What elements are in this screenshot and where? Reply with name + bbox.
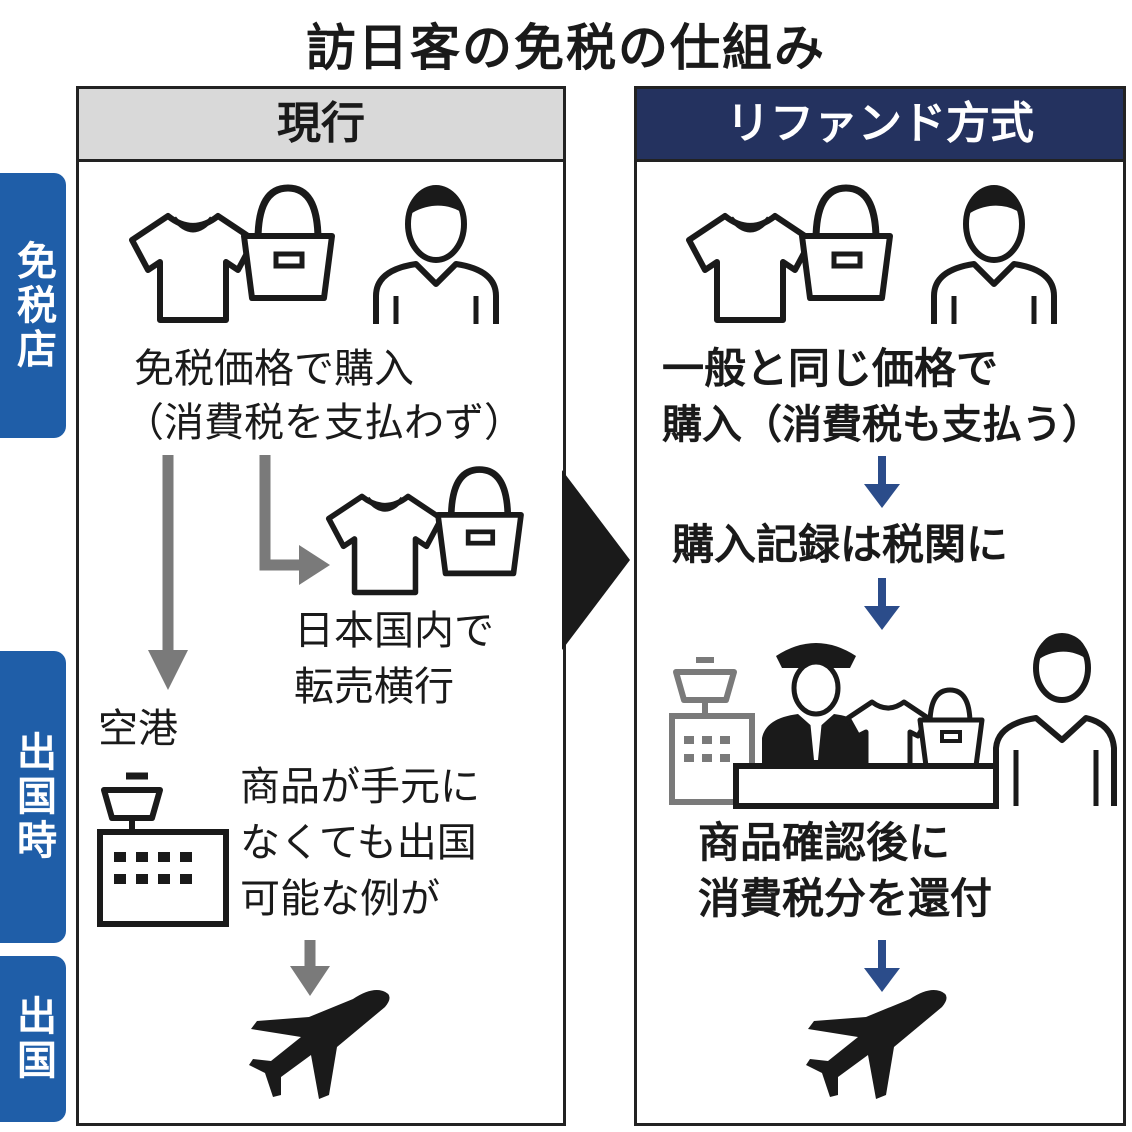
page-title: 訪日客の免税の仕組み	[306, 19, 826, 77]
control-tower-icon	[669, 657, 755, 805]
right-step1-line2: 購入（消費税も支払う）	[662, 402, 1102, 448]
current-system-header: 現行	[79, 89, 563, 162]
left-airport-label: 空港	[98, 706, 178, 752]
arrow-icon	[864, 578, 900, 630]
person-icon	[373, 185, 499, 324]
left-resale-line2: 転売横行	[294, 664, 454, 710]
person-icon	[931, 185, 1057, 324]
left-resale-line1: 日本国内で	[294, 608, 494, 654]
right-step2: 購入記録は税関に	[672, 520, 1009, 569]
airplane-icon	[806, 990, 947, 1099]
handbag-icon	[435, 466, 524, 577]
transition-chevron-icon	[562, 470, 630, 650]
arrow-icon	[148, 455, 188, 690]
handbag-icon	[917, 687, 985, 769]
customs-scene	[669, 633, 1117, 809]
left-note-line1: 商品が手元に	[240, 764, 480, 810]
refund-system-header: リファンド方式	[637, 89, 1123, 162]
left-purchase-line2: （消費税を支払わず）	[124, 400, 524, 446]
left-note-line3: 可能な例が	[240, 876, 440, 922]
customs-counter	[733, 763, 999, 809]
airplane-icon	[249, 990, 390, 1099]
handbag-icon	[241, 184, 335, 301]
side-label-text: 免税店	[10, 239, 56, 372]
side-label-departure: 出国	[0, 956, 66, 1122]
right-step3-line1: 商品確認後に	[698, 818, 951, 867]
customs-officer-icon	[762, 643, 870, 770]
left-purchase-line1: 免税価格で購入	[134, 346, 414, 392]
side-label-text: 出国	[10, 995, 56, 1083]
arrow-icon	[864, 456, 900, 508]
tshirt-icon	[129, 213, 257, 323]
tshirt-icon	[325, 493, 445, 596]
tshirt-icon	[686, 213, 814, 323]
arrow-icon	[259, 455, 330, 585]
arrow-icon	[864, 940, 900, 992]
handbag-icon	[799, 184, 893, 301]
control-tower-icon	[97, 772, 229, 927]
side-label-departure-time: 出国時	[0, 651, 66, 943]
side-label-duty-free-shop: 免税店	[0, 173, 66, 438]
left-note-line2: なくても出国	[240, 820, 477, 866]
right-step1-line1: 一般と同じ価格で	[662, 344, 999, 393]
arrow-icon	[290, 940, 330, 996]
right-step3-line2: 消費税分を還付	[698, 874, 993, 923]
person-icon	[993, 633, 1117, 806]
side-label-text: 出国時	[10, 731, 56, 863]
tshirt-icon	[845, 699, 931, 769]
